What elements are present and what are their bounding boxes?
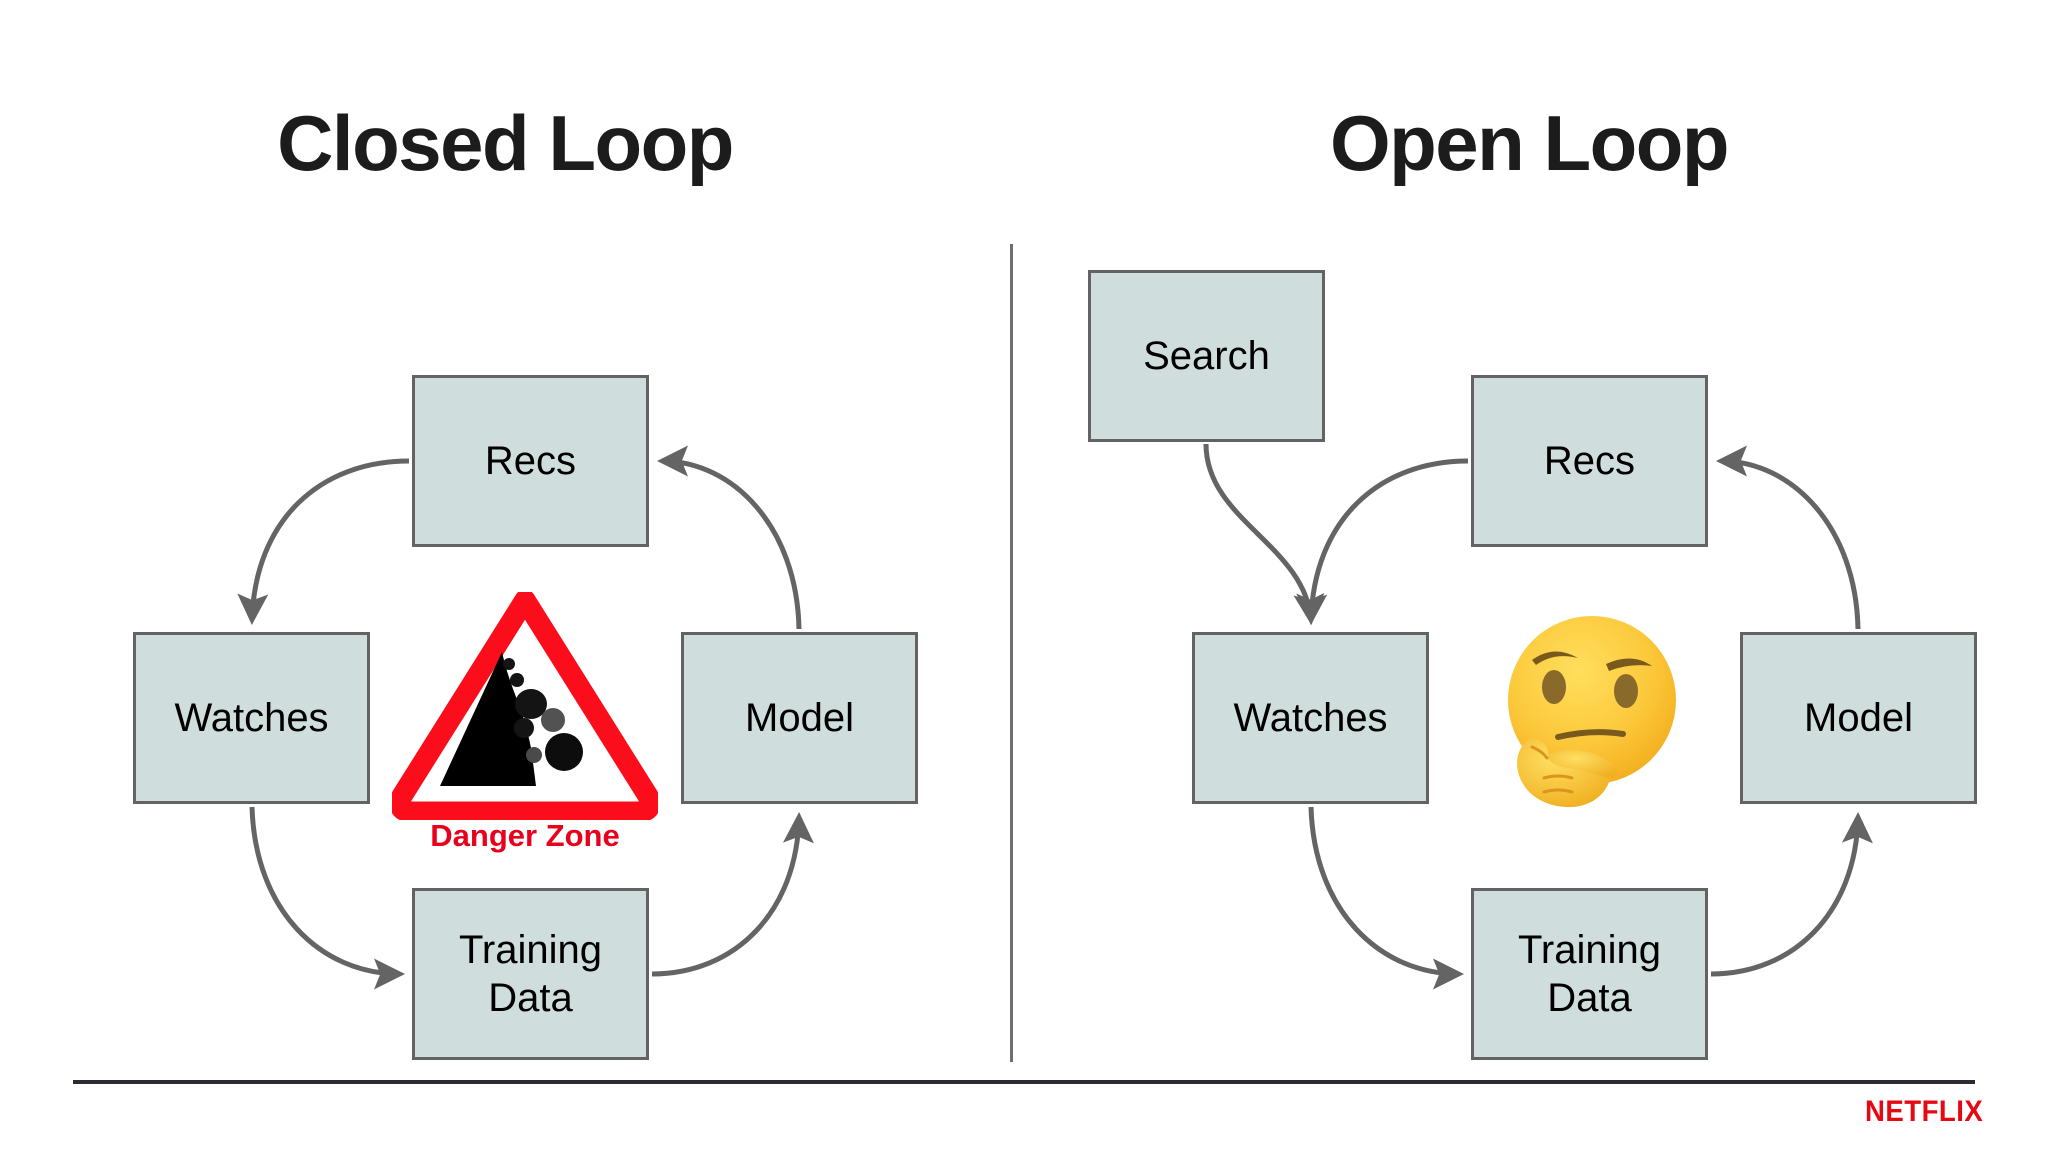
- box-open-loop-training-data[interactable]: Training Data: [1471, 888, 1708, 1060]
- arrow-left-recs-to-watches: [237, 458, 410, 625]
- panel-divider: [1010, 244, 1013, 1062]
- danger-zone-label: Danger Zone: [430, 818, 620, 853]
- arrow-right-watches-to-training: [1308, 806, 1464, 990]
- arrow-right-training-to-model: [1710, 812, 1873, 977]
- panel-title-closed-loop: Closed Loop: [277, 99, 734, 187]
- box-open-loop-recs[interactable]: Recs: [1471, 375, 1708, 547]
- arrow-right-search-to-watches: [1203, 443, 1325, 625]
- panel-title-open-loop: Open Loop: [1329, 99, 1730, 187]
- falling-rocks-warning-icon: [392, 592, 658, 820]
- arrow-right-model-to-recs: [1716, 445, 1861, 630]
- box-closed-loop-watches[interactable]: Watches: [133, 632, 370, 804]
- thinking-face-emoji: [1508, 616, 1676, 808]
- box-open-loop-watches[interactable]: Watches: [1192, 632, 1429, 804]
- netflix-logo: NETFLIX: [1865, 1095, 1984, 1128]
- arrow-left-model-to-recs: [657, 445, 802, 630]
- box-open-loop-model[interactable]: Model: [1740, 632, 1977, 804]
- footer-rule: [73, 1080, 1975, 1084]
- box-open-loop-search[interactable]: Search: [1088, 270, 1325, 442]
- box-closed-loop-training-data[interactable]: Training Data: [412, 888, 649, 1060]
- box-closed-loop-recs[interactable]: Recs: [412, 375, 649, 547]
- arrow-right-recs-to-watches: [1296, 458, 1469, 625]
- box-closed-loop-model[interactable]: Model: [681, 632, 918, 804]
